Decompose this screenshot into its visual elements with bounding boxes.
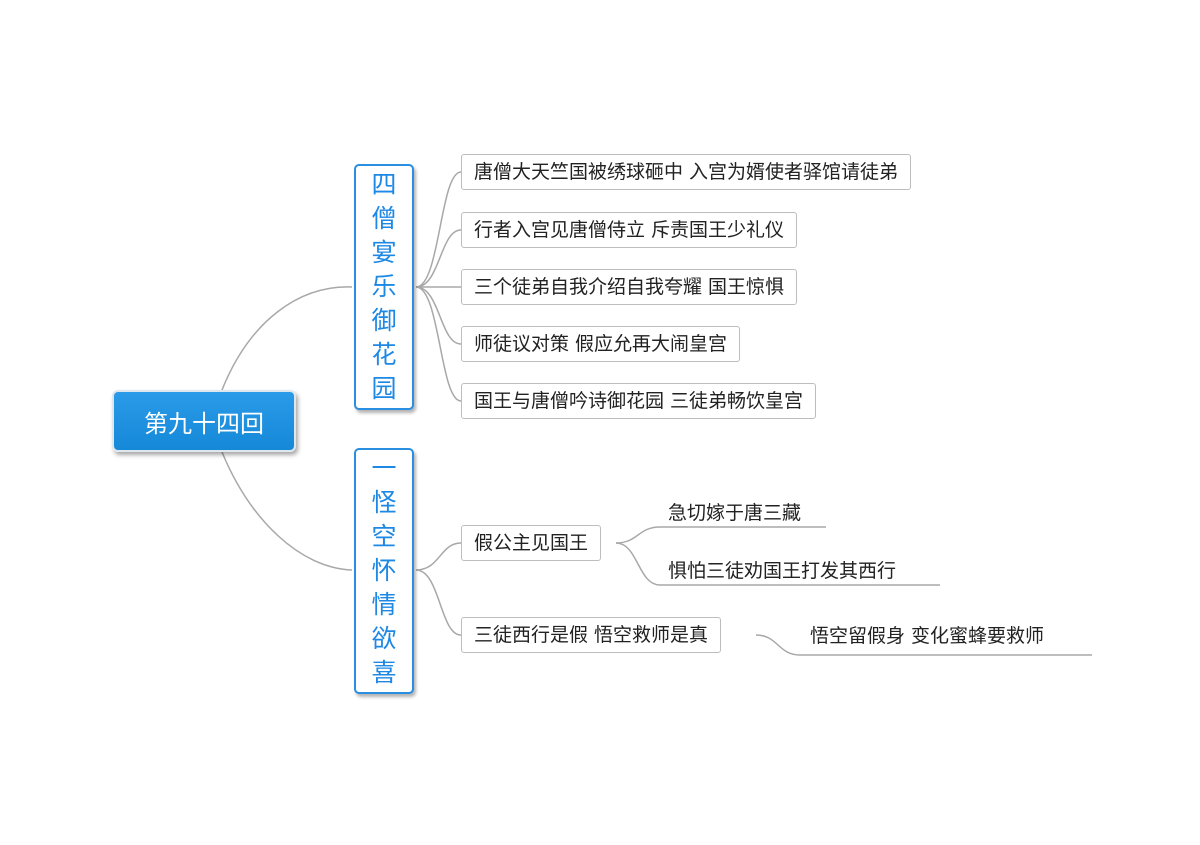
root-topic[interactable]: 第九十四回: [112, 390, 296, 452]
connector-c1-l2: [615, 542, 940, 586]
branch-topic-1[interactable]: 四 僧 宴 乐 御 花 园: [354, 164, 414, 410]
connector-b1-c2: [415, 229, 462, 288]
subtopic-node[interactable]: 唐僧大天竺国被绣球砸中 入宫为婿使者驿馆请徒弟: [461, 154, 912, 190]
connector-c1-l1: [615, 526, 826, 544]
leaf-topic[interactable]: 惧怕三徒劝国王打发其西行: [668, 560, 897, 582]
branch-topic-1-char: 四: [371, 170, 397, 199]
branch-topic-1-char: 园: [371, 374, 397, 403]
connector-c2-l1: [755, 634, 1092, 656]
branch-topic-2[interactable]: 一 怪 空 怀 情 欲 喜: [354, 448, 414, 694]
subtopic-node[interactable]: 师徒议对策 假应允再大闹皇宫: [461, 326, 741, 362]
connector-root-branch1: [221, 286, 353, 391]
branch-topic-2-char: 欲: [371, 624, 397, 653]
connector-b2-c1: [415, 542, 462, 571]
connector-root-branch2: [221, 451, 353, 571]
connector-b2-c2: [415, 569, 462, 636]
root-topic-label: 第九十四回: [144, 409, 264, 438]
branch-topic-1-char: 御: [371, 306, 397, 335]
branch-topic-2-char: 空: [371, 522, 397, 551]
leaf-topic[interactable]: 悟空留假身 变化蜜蜂要救师: [810, 625, 1045, 647]
connector-b1-c4: [415, 286, 462, 345]
branch-topic-1-char: 乐: [371, 272, 397, 301]
branch-topic-1-char: 花: [371, 340, 397, 369]
subtopic-node[interactable]: 国王与唐僧吟诗御花园 三徒弟畅饮皇宫: [461, 383, 817, 419]
subtopic-node[interactable]: 行者入宫见唐僧侍立 斥责国王少礼仪: [461, 212, 798, 248]
subtopic-node[interactable]: 假公主见国王: [461, 525, 602, 561]
branch-topic-1-char: 宴: [371, 238, 397, 267]
branch-topic-2-char: 怀: [371, 556, 397, 585]
branch-topic-2-char: 喜: [371, 658, 397, 687]
branch-topic-2-char: 一: [371, 454, 397, 483]
subtopic-node[interactable]: 三个徒弟自我介绍自我夸耀 国王惊惧: [461, 269, 798, 305]
connector-b1-c1: [415, 171, 462, 288]
branch-topic-1-char: 僧: [371, 204, 397, 233]
leaf-topic[interactable]: 急切嫁于唐三藏: [668, 502, 802, 524]
subtopic-node[interactable]: 三徒西行是假 悟空救师是真: [461, 617, 722, 653]
branch-topic-2-char: 怪: [371, 488, 397, 517]
branch-topic-2-char: 情: [371, 590, 397, 619]
connector-b1-c5: [415, 286, 462, 402]
